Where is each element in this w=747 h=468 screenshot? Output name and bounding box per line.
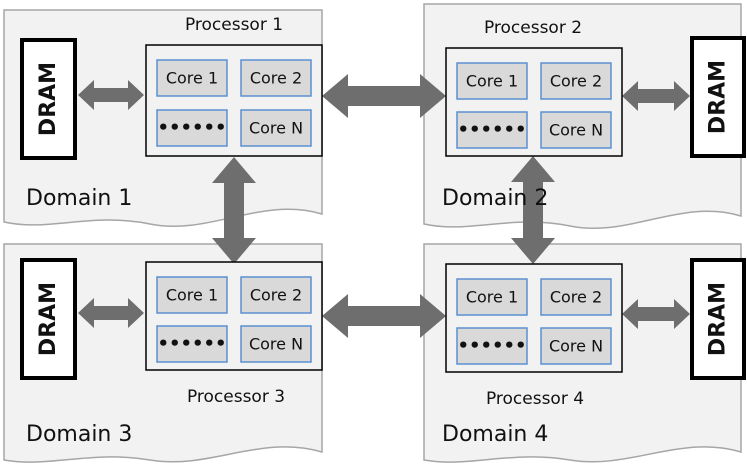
domain-1-label: Domain 1: [26, 186, 132, 211]
core-ellipsis: ••••••: [457, 336, 526, 357]
dram-2-label: DRAM: [706, 60, 731, 134]
arrow-proc2-proc4: [511, 156, 555, 264]
processor-4-label: Processor 4: [486, 389, 584, 409]
dram-3-label: DRAM: [36, 282, 61, 356]
core-n: Core N: [549, 337, 603, 356]
core-2: Core 2: [250, 286, 302, 305]
core-n: Core N: [249, 335, 303, 354]
dram-4: DRAM: [690, 258, 746, 380]
arrow-proc1-proc3: [212, 157, 256, 264]
core-n: Core N: [249, 119, 303, 138]
domain-3-label: Domain 3: [26, 422, 132, 447]
arrow-proc1-proc2: [322, 74, 446, 118]
core-ellipsis: ••••••: [457, 120, 526, 141]
arrow-dram1-proc1: [78, 80, 144, 110]
domain-4-label: Domain 4: [442, 422, 548, 447]
core-1: Core 1: [166, 286, 218, 305]
processor-3: Core 1 Core 2 •••••• Core N: [145, 261, 323, 371]
processor-2: Core 1 Core 2 •••••• Core N: [445, 47, 623, 157]
arrow-proc4-dram4: [622, 299, 690, 329]
processor-4: Core 1 Core 2 •••••• Core N: [445, 263, 623, 373]
core-1: Core 1: [166, 69, 218, 88]
core-1: Core 1: [466, 72, 518, 91]
core-ellipsis: ••••••: [157, 118, 226, 139]
domain-2-label: Domain 2: [442, 186, 548, 211]
core-2: Core 2: [550, 288, 602, 307]
processor-1: Core 1 Core 2 •••••• Core N: [145, 44, 323, 157]
core-ellipsis: ••••••: [157, 334, 226, 355]
dram-4-label: DRAM: [706, 282, 731, 356]
core-1: Core 1: [466, 288, 518, 307]
processor-1-label: Processor 1: [185, 15, 283, 35]
core-2: Core 2: [550, 72, 602, 91]
arrows: [78, 74, 690, 338]
core-n: Core N: [549, 121, 603, 140]
arrow-proc3-proc4: [322, 294, 446, 338]
dram-1-label: DRAM: [36, 62, 61, 136]
processor-3-label: Processor 3: [187, 387, 285, 407]
dram-1: DRAM: [20, 38, 77, 160]
arrow-proc2-dram2: [622, 81, 690, 111]
arrow-dram3-proc3: [78, 298, 144, 328]
dram-2: DRAM: [690, 36, 746, 158]
processor-2-label: Processor 2: [484, 18, 582, 38]
core-2: Core 2: [250, 69, 302, 88]
dram-3: DRAM: [20, 258, 77, 380]
